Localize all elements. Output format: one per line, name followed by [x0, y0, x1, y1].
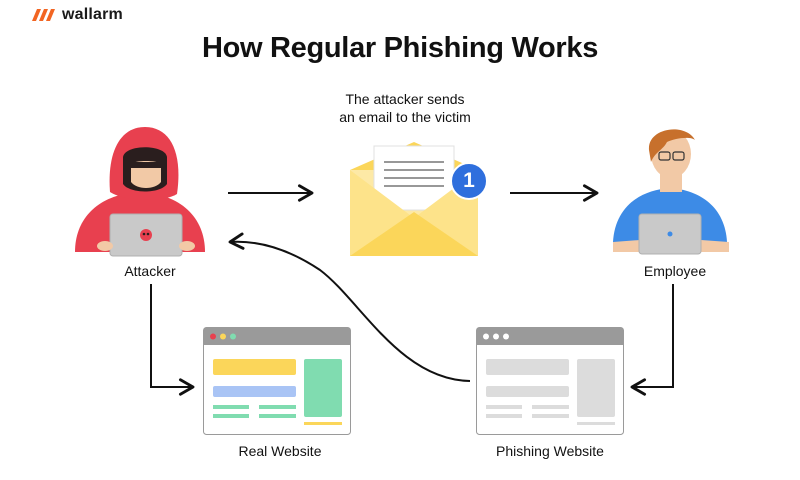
arrow-employee-to-phishing-website [630, 284, 674, 396]
brand-logo: wallarm [32, 6, 123, 24]
attacker-label: Attacker [124, 263, 176, 279]
arrow-attacker-to-real-website [150, 284, 195, 396]
attacker-illustration [75, 127, 205, 257]
email-caption: The attacker sends an email to the victi… [320, 90, 490, 126]
email-caption-line1: The attacker sends [345, 91, 465, 107]
email-envelope-icon [350, 142, 478, 256]
real-website-label: Real Website [238, 443, 322, 459]
phishing-website-label: Phishing Website [496, 443, 604, 459]
phishing-website-window [476, 327, 624, 435]
brand-name: wallarm [62, 6, 123, 23]
arrow-phishing-to-attacker [228, 232, 471, 382]
employee-illustration [613, 129, 729, 255]
wallarm-logo-icon [32, 9, 55, 21]
notification-badge: 1 [450, 162, 488, 200]
email-caption-line2: an email to the victim [339, 109, 471, 125]
notification-count: 1 [463, 169, 475, 192]
real-website-window [203, 327, 351, 435]
employee-label: Employee [643, 263, 707, 279]
page-title: How Regular Phishing Works [201, 32, 599, 64]
